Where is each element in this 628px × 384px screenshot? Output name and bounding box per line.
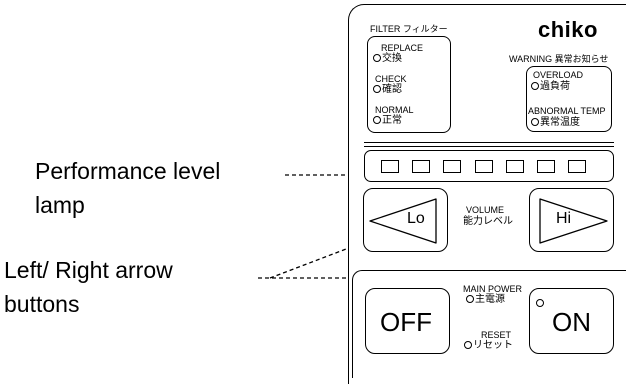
- off-button[interactable]: OFF: [365, 288, 450, 354]
- hi-label: Hi: [556, 210, 572, 227]
- abnormal-temp-label: ABNORMAL TEMP: [528, 106, 606, 116]
- filter-normal-jp: 正常: [382, 115, 402, 126]
- abnormal-temp-jp: 異常温度: [540, 117, 580, 128]
- performance-lamp-7: [568, 160, 586, 173]
- overload-jp: 過負荷: [540, 81, 570, 92]
- arrows-callout-line1: Left/ Right arrow: [4, 257, 173, 283]
- filter-indicator-group: [367, 36, 451, 133]
- performance-lamp-4: [475, 160, 493, 173]
- performance-lamp-5: [506, 160, 524, 173]
- arrows-callout-line2: buttons: [4, 291, 80, 317]
- right-arrow-icon: [538, 197, 608, 244]
- performance-lamp-1: [381, 160, 399, 173]
- left-arrow-icon: [368, 197, 437, 244]
- panel-divider-mid: [364, 146, 614, 147]
- panel-divider-top: [364, 142, 614, 143]
- filter-normal-label: NORMAL: [375, 105, 414, 115]
- normal-led-icon: [373, 116, 381, 124]
- hi-arrow-button[interactable]: Hi: [529, 188, 614, 252]
- reset-label: RESET: [481, 330, 512, 340]
- check-led-icon: [373, 85, 381, 93]
- on-label: ON: [552, 307, 591, 337]
- overload-led-icon: [531, 82, 539, 90]
- performance-lamp-2: [412, 160, 430, 173]
- abnormal-temp-led-icon: [531, 118, 539, 126]
- volume-jp-label: 能力レベル: [463, 216, 513, 227]
- chiko-logo: chiko: [538, 17, 598, 42]
- off-label: OFF: [380, 307, 432, 337]
- filter-replace-jp: 交換: [382, 53, 402, 64]
- lo-arrow-button[interactable]: Lo: [363, 188, 448, 252]
- filter-title: FILTER フィルター: [370, 24, 448, 34]
- filter-check-label: CHECK: [375, 74, 407, 84]
- filter-replace-indicator: 交換: [373, 53, 402, 65]
- on-led-icon: [536, 299, 544, 307]
- overload-indicator: 過負荷: [531, 81, 570, 93]
- on-button[interactable]: ON: [529, 288, 614, 354]
- main-power-jp: 主電源: [475, 294, 505, 305]
- main-power-led-icon: [466, 295, 474, 303]
- filter-check-jp: 確認: [382, 84, 402, 95]
- abnormal-temp-indicator: 異常温度: [531, 117, 580, 129]
- arrow-buttons-callout: Left/ Right arrow buttons: [4, 256, 173, 318]
- warning-indicator-group: [526, 66, 612, 132]
- main-power-label: MAIN POWER: [463, 284, 523, 294]
- replace-led-icon: [373, 54, 381, 62]
- power-section-frame: [352, 270, 626, 378]
- filter-normal-indicator: 正常: [373, 115, 402, 127]
- reset-led-icon: [464, 341, 472, 349]
- performance-lamp-callout: Performance level lamp: [35, 157, 220, 219]
- warning-title: WARNING 異常お知らせ: [509, 54, 609, 64]
- reset-indicator: リセット: [464, 340, 513, 352]
- filter-check-indicator: 確認: [373, 84, 402, 96]
- performance-level-lamp-strip: [364, 150, 614, 182]
- volume-label: VOLUME: [466, 205, 505, 215]
- lo-label: Lo: [407, 210, 425, 227]
- performance-callout-line2: lamp: [35, 192, 85, 218]
- performance-lamp-6: [537, 160, 555, 173]
- performance-lamp-3: [443, 160, 461, 173]
- reset-jp: リセット: [473, 340, 513, 351]
- performance-callout-line1: Performance level: [35, 158, 221, 184]
- filter-replace-label: REPLACE: [381, 43, 424, 53]
- main-power-indicator: 主電源: [466, 294, 505, 306]
- overload-label: OVERLOAD: [533, 70, 584, 80]
